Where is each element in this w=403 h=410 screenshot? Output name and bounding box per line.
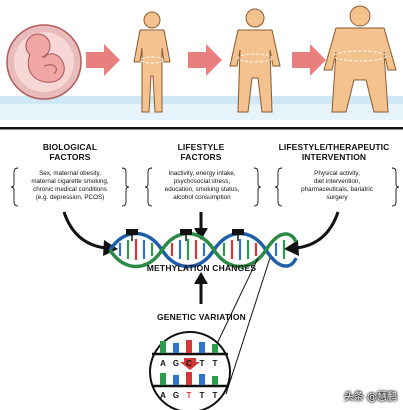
lifestyle-factors-title: LIFESTYLE FACTORS (177, 142, 225, 162)
separator-line (0, 127, 403, 130)
top-nucleotide-0: A (160, 359, 166, 368)
methylation-changes-label: METHYLATION CHANGES (146, 263, 257, 273)
genetic-variation-label: GENETIC VARIATION (156, 312, 247, 322)
lifestyle-factors-description: Inactivity, energy intake, psychosocial … (164, 170, 240, 201)
bottom-nucleotide-2: T (187, 391, 192, 400)
intervention-description: Physical activity, diet intervention, ph… (301, 170, 373, 201)
magnifier-lines (213, 257, 271, 395)
bottom-nucleotide-0: A (160, 391, 166, 400)
top-nucleotide-4: T (213, 359, 218, 368)
magnifier-lens-icon (149, 331, 231, 410)
bottom-nucleotide-4: T (213, 391, 218, 400)
intervention-title: LIFESTYLE/THERAPEUTIC INTERVENTION (278, 142, 390, 162)
dna-helix-icon (108, 231, 298, 269)
bottom-nucleotide-3: T (200, 391, 205, 400)
bottom-nucleotide-1: G (173, 391, 179, 400)
biological-factors-title: BIOLOGICAL FACTORS (42, 142, 98, 162)
top-nucleotide-3: T (200, 359, 205, 368)
influence-arrows (62, 211, 340, 304)
top-nucleotide-1: G (173, 359, 179, 368)
progression-arrow-icon (86, 44, 326, 76)
body-silhouette-icon (133, 5, 397, 113)
biological-factors-description: Sex, maternal obesity, maternal cigarett… (31, 170, 109, 201)
fetus-in-womb-icon (6, 24, 82, 100)
methylation-tag-icon (126, 229, 244, 241)
top-nucleotide-2: C (186, 359, 192, 368)
watermark: 头条 @慧鹏 (343, 392, 397, 403)
description-braces (10, 167, 400, 207)
